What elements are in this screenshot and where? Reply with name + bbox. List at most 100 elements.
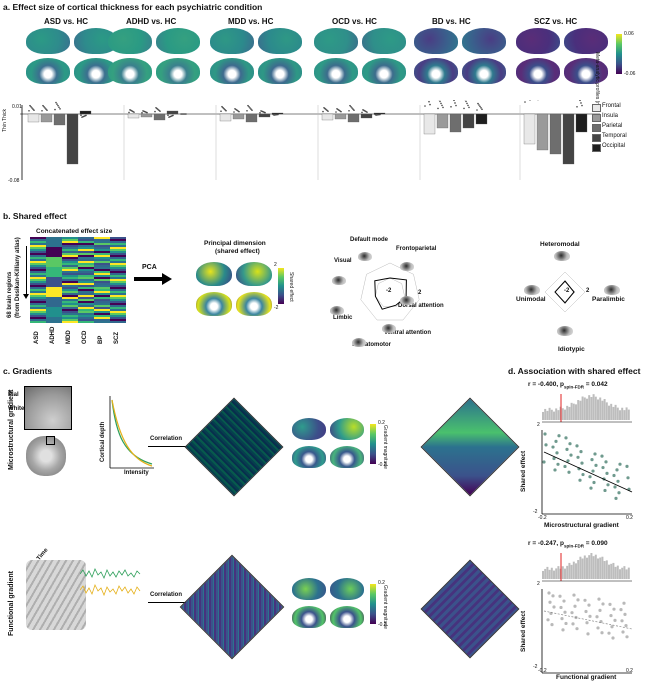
region-dot: [481, 108, 483, 111]
null-hist-bar: [568, 562, 571, 579]
matrix-cell: [62, 295, 78, 297]
matrix-cell: [62, 289, 78, 291]
region-dot: [238, 110, 240, 113]
matrix-cell: [94, 317, 110, 319]
hierarchy-label: Heteromodal: [540, 241, 580, 248]
matrix-cell: [30, 307, 46, 309]
region-bar: [549, 113, 562, 155]
matrix-cell: [110, 295, 126, 297]
func-stat: r = -0.247, pspin-FDR = 0.090: [528, 540, 608, 548]
region-dot: [146, 111, 148, 114]
matrix-cell: [62, 257, 78, 259]
region-point: [562, 599, 566, 603]
region-point: [557, 434, 561, 438]
micro-stat-suffix: = 0.042: [583, 381, 608, 388]
matrix-cell: [30, 321, 46, 323]
region-dot: [453, 100, 455, 102]
region-dot: [428, 100, 430, 103]
func-xlabel: Functional gradient: [556, 674, 617, 681]
matrix-cell: [30, 289, 46, 291]
matrix-cell: [46, 271, 62, 273]
matrix-cell: [78, 315, 94, 317]
matrix-cell: [62, 263, 78, 265]
region-point: [607, 631, 611, 635]
func-brain-medial-left: [292, 606, 326, 628]
matrix-cell: [30, 247, 46, 249]
matrix-cell: [46, 313, 62, 315]
null-hist-bar: [581, 396, 584, 420]
region-bar: [462, 113, 475, 129]
null-hist-bar: [599, 397, 602, 420]
null-hist-bar: [546, 566, 549, 579]
region-point: [587, 603, 591, 607]
brain-medial: [414, 58, 458, 84]
matrix-cell: [94, 281, 110, 283]
matrix-cell: [94, 275, 110, 277]
matrix-cell: [94, 321, 110, 323]
effect-matrix: [30, 237, 126, 323]
shared-brain-lateral-left: [196, 262, 232, 286]
network-label: Frontoparietal: [396, 246, 437, 252]
matrix-cell: [94, 255, 110, 257]
region-dot: [580, 102, 582, 104]
null-hist-bar: [623, 566, 626, 579]
matrix-cell: [46, 317, 62, 319]
region-dot: [454, 102, 456, 104]
null-hist-bar: [590, 553, 593, 579]
region-dot: [277, 113, 279, 116]
legend-swatch: [592, 104, 601, 112]
network-label: Default mode: [350, 237, 389, 243]
matrix-cell: [110, 247, 126, 249]
matrix-cell: [46, 321, 62, 323]
matrix-ylabel-line2: (from Desikan-Killiany atlas): [15, 237, 21, 318]
region-dot: [361, 111, 363, 114]
condition-title: BD vs. HC: [432, 17, 471, 26]
region-point: [598, 608, 602, 612]
region-bar: [575, 113, 588, 133]
matrix-cell: [110, 319, 126, 321]
region-point: [586, 632, 590, 636]
null-hist-bar: [564, 568, 566, 579]
matrix-cell: [30, 255, 46, 257]
region-point: [564, 436, 568, 440]
network-brain-icon: [400, 296, 414, 305]
matrix-cell: [78, 299, 94, 301]
region-dot: [322, 110, 324, 113]
region-bar: [66, 113, 79, 165]
region-point: [590, 458, 594, 462]
null-hist-bar: [594, 396, 597, 420]
region-point: [551, 594, 555, 598]
region-dot: [28, 110, 30, 112]
legend-swatch: [592, 114, 601, 122]
matrix-cell: [94, 297, 110, 299]
radar-ring: [360, 262, 420, 321]
region-bar: [334, 113, 347, 120]
panel-a-title: a. Effect size of cortical thickness for…: [3, 2, 263, 12]
matrix-cell: [94, 305, 110, 307]
region-dot: [259, 112, 261, 114]
hierarchy-radar: [544, 271, 586, 313]
region-point: [623, 612, 627, 617]
micro-xright: 0.2: [626, 515, 633, 521]
region-dot: [58, 106, 60, 109]
region-point: [613, 485, 617, 489]
matrix-cell: [78, 259, 94, 261]
matrix-cell: [62, 285, 78, 287]
matrix-cell: [78, 319, 94, 321]
brain-lateral: [210, 28, 254, 54]
matrix-cell: [30, 269, 46, 271]
region-point: [625, 635, 629, 639]
matrix-cell: [78, 265, 94, 267]
region-dot: [249, 107, 251, 109]
region-dot: [429, 103, 431, 106]
matrix-cell: [62, 293, 78, 295]
region-bar: [423, 113, 436, 135]
micro-ylabel: Shared effect: [520, 450, 527, 492]
matrix-cell: [110, 263, 126, 265]
matrix-cell: [30, 303, 46, 305]
micro-stat: r = -0.400, pspin-FDR = 0.042: [528, 381, 608, 389]
brain-lateral: [462, 28, 506, 54]
region-point: [576, 455, 580, 459]
hierarchy-label: Idiotypic: [558, 346, 585, 353]
micro-brain-lateral-right: [330, 418, 364, 440]
